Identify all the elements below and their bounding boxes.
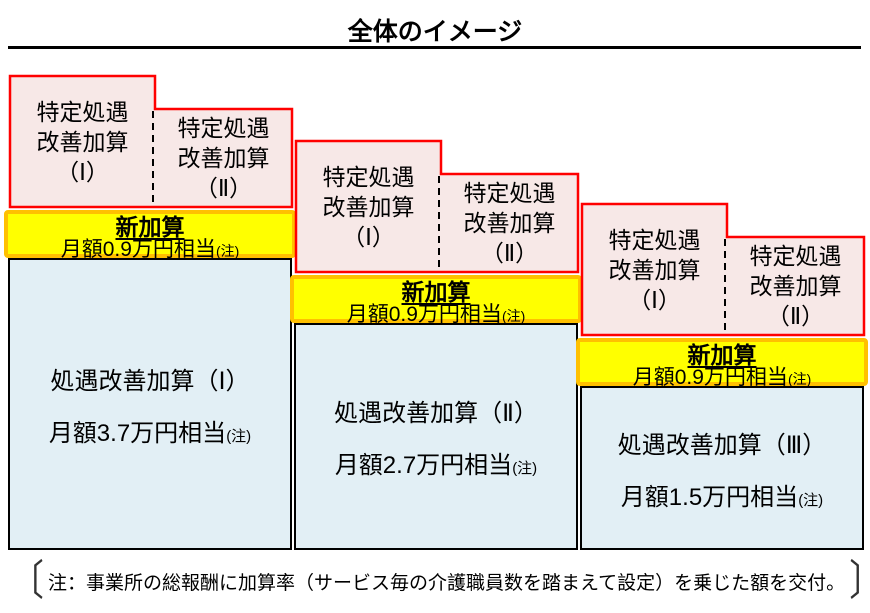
new-addition-box-2: 新加算 月額0.9万円相当(注)	[290, 275, 582, 326]
amount-text: 月額2.7万円相当	[334, 452, 513, 479]
label-line: （Ⅰ）	[628, 286, 681, 313]
new-addition-amount: 月額0.9万円相当(注)	[8, 238, 292, 261]
note-ref: (注)	[215, 243, 240, 259]
step-shape	[294, 139, 580, 274]
specific-addition-2-label: 特定処遇 改善加算 （Ⅱ）	[155, 109, 292, 207]
label-line: （Ⅱ）	[480, 240, 539, 266]
amount-text: 月額1.5万円相当	[620, 483, 799, 511]
base-addition-label: 処遇改善加算（Ⅰ）	[50, 367, 250, 395]
step-shape	[580, 202, 866, 337]
base-addition-box-3: 処遇改善加算（Ⅲ） 月額1.5万円相当(注)	[580, 386, 864, 550]
specific-addition-1-label: 特定処遇 改善加算 （Ⅰ）	[582, 204, 727, 335]
specific-addition-1-label: 特定処遇 改善加算 （Ⅰ）	[296, 141, 441, 272]
page-title: 全体のイメージ	[347, 18, 523, 46]
label-line: 特定処遇	[608, 226, 701, 253]
title-underline	[8, 46, 861, 49]
note-ref: (注)	[512, 460, 538, 477]
label-line: （Ⅰ）	[342, 223, 395, 250]
new-addition-amount: 月額0.9万円相当(注)	[580, 366, 864, 389]
label-line: 特定処遇	[463, 180, 556, 206]
specific-addition-box-1: 特定処遇 改善加算 （Ⅰ） 特定処遇 改善加算 （Ⅱ）	[8, 74, 294, 209]
new-addition-box-1: 新加算 月額0.9万円相当(注)	[4, 210, 296, 261]
amount-text: 月額0.9万円相当	[60, 238, 216, 261]
label-line: （Ⅱ）	[766, 303, 825, 329]
base-addition-box-2: 処遇改善加算（Ⅱ） 月額2.7万円相当(注)	[294, 323, 578, 550]
label-line: 改善加算	[36, 128, 129, 155]
amount-text: 月額3.7万円相当	[48, 419, 227, 447]
label-line: 改善加算	[322, 193, 415, 220]
specific-addition-box-3: 特定処遇 改善加算 （Ⅰ） 特定処遇 改善加算 （Ⅱ）	[580, 202, 866, 337]
footnote-open-bracket: 〔	[10, 557, 44, 604]
note-ref: (注)	[798, 491, 824, 509]
new-addition-label: 新加算	[115, 214, 185, 240]
note-ref: (注)	[501, 308, 526, 324]
amount-text: 月額0.9万円相当	[346, 303, 502, 326]
new-addition-box-3: 新加算 月額0.9万円相当(注)	[576, 338, 868, 389]
label-line: 改善加算	[608, 256, 701, 283]
footnote: 〔 注：事業所の総報酬に加算率（サービス毎の介護職員数を踏まえて設定）を乗じた額…	[6, 554, 870, 608]
specific-addition-1-label: 特定処遇 改善加算 （Ⅰ）	[10, 76, 155, 207]
specific-addition-2-label: 特定処遇 改善加算 （Ⅱ）	[441, 174, 578, 272]
label-line: 特定処遇	[177, 115, 270, 141]
step-outline	[8, 74, 294, 209]
note-ref: (注)	[226, 427, 252, 445]
base-addition-amount: 月額3.7万円相当(注)	[49, 413, 251, 448]
label-line: 特定処遇	[322, 163, 415, 190]
base-addition-amount: 月額2.7万円相当(注)	[335, 445, 537, 480]
step-shape	[8, 74, 294, 209]
label-line: 特定処遇	[36, 98, 129, 125]
label-line: 改善加算	[177, 145, 270, 171]
specific-addition-box-2: 特定処遇 改善加算 （Ⅰ） 特定処遇 改善加算 （Ⅱ）	[294, 139, 580, 274]
base-addition-label: 処遇改善加算（Ⅲ）	[617, 431, 827, 459]
label-line: 特定処遇	[749, 243, 842, 269]
step-outline	[580, 202, 866, 337]
new-addition-label: 新加算	[401, 279, 471, 305]
label-line: 改善加算	[749, 273, 842, 299]
amount-text: 月額0.9万円相当	[632, 366, 788, 389]
note-ref: (注)	[787, 371, 812, 387]
new-addition-amount: 月額0.9万円相当(注)	[294, 303, 578, 326]
base-addition-amount: 月額1.5万円相当(注)	[621, 477, 823, 512]
new-addition-label: 新加算	[687, 342, 757, 368]
label-line: 改善加算	[463, 210, 556, 236]
footnote-text: 注：事業所の総報酬に加算率（サービス毎の介護職員数を踏まえて設定）を乗じた額を交…	[48, 572, 846, 594]
base-addition-label: 処遇改善加算（Ⅱ）	[334, 400, 538, 427]
base-addition-box-1: 処遇改善加算（Ⅰ） 月額3.7万円相当(注)	[8, 258, 292, 550]
specific-addition-2-label: 特定処遇 改善加算 （Ⅱ）	[727, 237, 864, 335]
footnote-close-bracket: 〕	[849, 554, 870, 608]
label-line: （Ⅱ）	[194, 175, 253, 201]
label-line: （Ⅰ）	[56, 158, 109, 185]
step-outline	[294, 139, 580, 274]
